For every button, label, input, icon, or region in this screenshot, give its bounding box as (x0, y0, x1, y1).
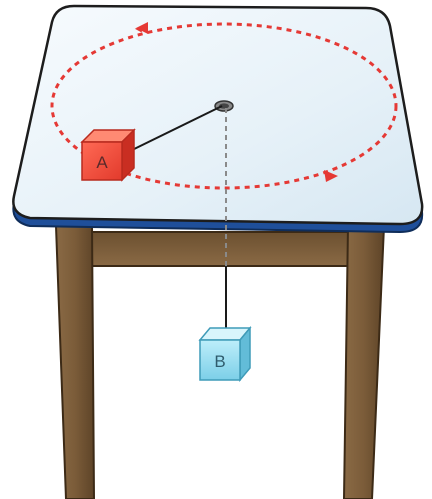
block-a: A (80, 128, 136, 182)
apron-rail (87, 231, 359, 267)
block-b: B (198, 325, 252, 383)
table-top (12, 4, 424, 234)
arrow-bottom-icon (324, 170, 338, 182)
string-to-a (127, 105, 223, 153)
leg-right (342, 225, 386, 499)
arrow-top-icon (136, 22, 148, 34)
block-a-label: A (96, 153, 108, 172)
circular-path (50, 22, 398, 190)
table-legs (54, 225, 386, 499)
leg-left (54, 225, 96, 499)
hole-icon (214, 100, 234, 112)
block-b-label: B (214, 352, 225, 371)
table-top-surface (12, 4, 424, 226)
